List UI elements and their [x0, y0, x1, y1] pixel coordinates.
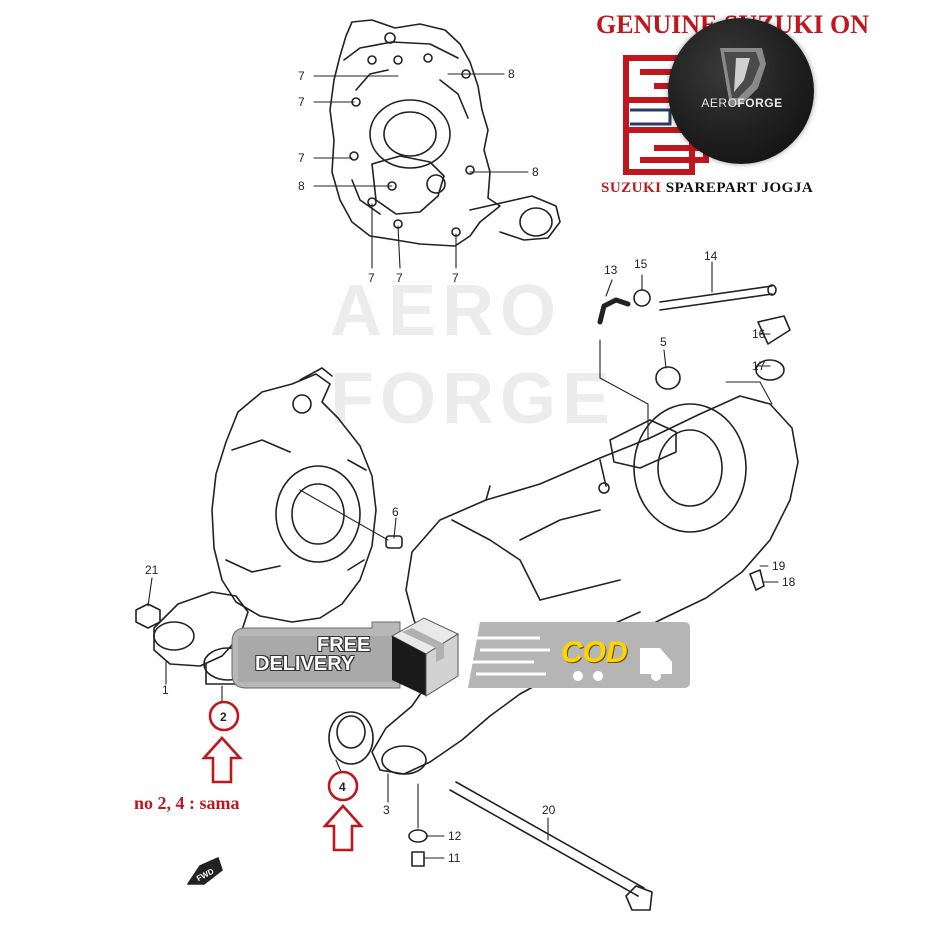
callout-13: 13 [604, 263, 618, 277]
callout-19: 19 [772, 559, 786, 573]
callout-11: 11 [448, 851, 461, 865]
free-delivery-banner [231, 621, 401, 689]
callout-4: 4 [339, 780, 346, 794]
part-14-hose [659, 285, 773, 311]
part-17-oring [755, 359, 785, 381]
logo-wordmark-aero: AERO [701, 96, 738, 110]
arrow-up-icon [201, 736, 243, 784]
part-5-grommet [655, 366, 681, 390]
watermark-aero: AERO [330, 271, 563, 351]
part-12-washer [408, 829, 428, 843]
part-18-bolt [749, 569, 765, 591]
callout-12: 12 [448, 829, 462, 843]
free-delivery-label: FREE DELIVERY [255, 634, 371, 675]
same-parts-note: no 2, 4 : sama [134, 793, 240, 813]
callout-8: 8 [298, 179, 305, 193]
right-crankcase-drawing [371, 395, 799, 775]
callout-21: 21 [145, 563, 159, 577]
shield-icon [720, 48, 766, 106]
part-16-cap [757, 315, 791, 345]
cod-banner [464, 622, 690, 688]
callout-15: 15 [634, 257, 648, 271]
logo-wordmark-forge: FORGE [737, 96, 783, 110]
part-21-nut [135, 603, 161, 629]
part-11-bolt [411, 851, 425, 867]
callout-8: 8 [532, 165, 539, 179]
callout-8: 8 [508, 67, 515, 81]
callout-14: 14 [704, 249, 718, 263]
callout-20: 20 [542, 803, 556, 817]
shop-name-rest: SPAREPART JOGJA [661, 180, 814, 196]
cover-leader-lines [313, 73, 529, 269]
shop-name: SUZUKI SPAREPART JOGJA [601, 180, 813, 197]
main-leader-lines [147, 261, 779, 859]
callout-7: 7 [298, 69, 305, 83]
callout-7: 7 [298, 95, 305, 109]
callout-2: 2 [220, 710, 227, 724]
crankcase-cover-drawing [329, 19, 561, 247]
part-15-clamp [633, 289, 651, 307]
arrow-up-icon [322, 804, 364, 852]
callout-16: 16 [752, 327, 766, 341]
callout-3: 3 [383, 803, 390, 817]
callout-1: 1 [162, 683, 169, 697]
part-4-bushing [328, 711, 374, 765]
callout-5: 5 [660, 335, 667, 349]
part-13-elbow [597, 297, 631, 325]
free-label: FREE [317, 634, 371, 656]
package-box-icon [390, 617, 460, 697]
callout-7: 7 [298, 151, 305, 165]
callout-18: 18 [782, 575, 796, 589]
watermark-forge: FORGE [330, 359, 617, 439]
callout-7: 7 [452, 271, 459, 285]
fwd-arrow-icon [187, 857, 223, 885]
shop-name-brand: SUZUKI [601, 180, 662, 196]
speed-lines [464, 636, 550, 676]
callout-6: 6 [392, 505, 399, 519]
delivery-truck-icon [573, 648, 672, 681]
aeroforge-logo [668, 18, 814, 164]
callout-17: 17 [752, 359, 766, 373]
cod-label: COD [561, 636, 628, 669]
callout-7: 7 [396, 271, 403, 285]
callout-7: 7 [368, 271, 375, 285]
highlight-circle-4 [327, 770, 359, 802]
delivery-label: DELIVERY [255, 653, 355, 675]
logo-wordmark: AEROFORGE [692, 96, 792, 110]
highlight-circle-2 [208, 700, 240, 732]
part-20-long-bolt [449, 781, 653, 911]
